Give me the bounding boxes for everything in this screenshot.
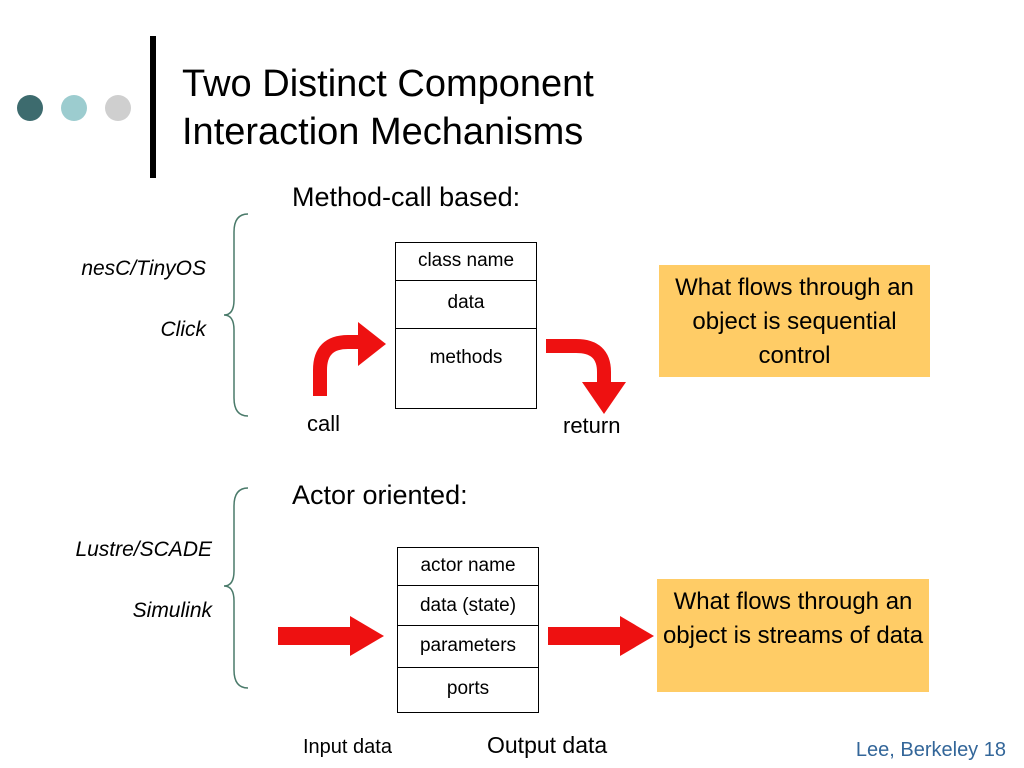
class-box: class name data methods (395, 242, 537, 409)
class-methods-cell: methods (429, 347, 503, 368)
decor-dot-mid (61, 95, 87, 121)
class-name-cell: class name (396, 243, 536, 281)
method-brace (223, 213, 249, 417)
title-line-1: Two Distinct Component (182, 63, 594, 105)
slide-footer: Lee, Berkeley 18 (855, 739, 1006, 761)
decor-dot-light (105, 95, 131, 121)
lang-lustre-scade: Lustre/SCADE (75, 538, 212, 561)
title-line-2: Interaction Mechanisms (182, 111, 584, 153)
lang-simulink: Simulink (132, 599, 212, 622)
output-data-arrow (548, 616, 654, 656)
decor-dot-dark (17, 95, 43, 121)
return-arrow (546, 339, 626, 414)
actor-brace (223, 487, 249, 689)
lang-nesc-tinyos: nesC/TinyOS (81, 257, 206, 280)
actor-name-cell: actor name (398, 548, 538, 586)
lang-click: Click (160, 318, 207, 341)
method-call-heading: Method-call based: (292, 182, 521, 212)
call-arrow (313, 322, 386, 396)
return-label: return (563, 413, 621, 438)
actor-heading: Actor oriented: (292, 480, 468, 510)
output-data-label: Output data (487, 732, 608, 758)
input-data-arrow (278, 616, 384, 656)
slide-title: Two Distinct Component Interaction Mecha… (182, 60, 594, 156)
title-divider (150, 36, 156, 178)
actor-ports-cell: ports (446, 678, 490, 699)
actor-parameters-cell: parameters (398, 626, 538, 668)
actor-box: actor name data (state) parameters ports (397, 547, 539, 713)
actor-note: What flows through an object is streams … (657, 579, 929, 692)
input-data-label: Input data (303, 736, 392, 758)
method-note: What flows through an object is sequenti… (659, 265, 930, 377)
actor-state-cell: data (state) (398, 586, 538, 626)
call-label: call (307, 411, 341, 436)
class-data-cell: data (396, 281, 536, 329)
